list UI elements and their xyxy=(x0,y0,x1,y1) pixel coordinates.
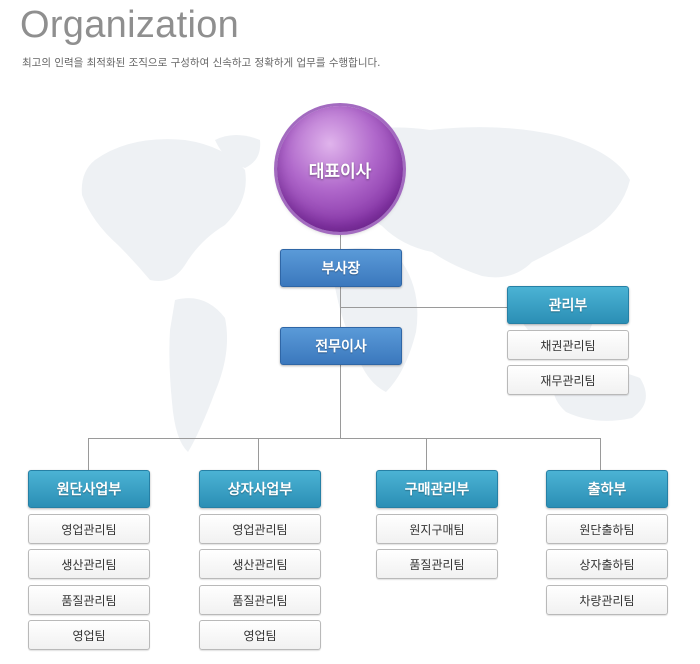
team-box: 품질관리팀 xyxy=(199,585,321,615)
vice-president-node: 부사장 xyxy=(280,249,402,287)
team-box: 차량관리팀 xyxy=(546,585,668,615)
page-subtitle: 최고의 인력을 최적화된 조직으로 구성하여 신속하고 정확하게 업무를 수행합… xyxy=(22,57,381,69)
team-box: 생산관리팀 xyxy=(199,549,321,579)
team-box: 상자출하팀 xyxy=(546,549,668,579)
managing-director-node: 전무이사 xyxy=(280,327,402,365)
page-title: Organization xyxy=(20,4,240,46)
team-box: 원단출하팀 xyxy=(546,514,668,544)
division-node: 상자사업부 xyxy=(199,470,321,508)
team-box: 원지구매팀 xyxy=(376,514,498,544)
division-node: 구매관리부 xyxy=(376,470,498,508)
team-box: 품질관리팀 xyxy=(28,585,150,615)
division-node: 출하부 xyxy=(546,470,668,508)
admin-dept-node: 관리부 xyxy=(507,286,629,324)
division-node: 원단사업부 xyxy=(28,470,150,508)
team-box: 영업팀 xyxy=(199,620,321,650)
team-box: 영업관리팀 xyxy=(28,514,150,544)
team-box: 채권관리팀 xyxy=(507,330,629,360)
team-box: 생산관리팀 xyxy=(28,549,150,579)
team-box: 재무관리팀 xyxy=(507,365,629,395)
team-box: 영업팀 xyxy=(28,620,150,650)
team-box: 품질관리팀 xyxy=(376,549,498,579)
ceo-label: 대표이사 xyxy=(308,161,372,182)
ceo-node: 대표이사 xyxy=(277,106,403,232)
team-box: 영업관리팀 xyxy=(199,514,321,544)
